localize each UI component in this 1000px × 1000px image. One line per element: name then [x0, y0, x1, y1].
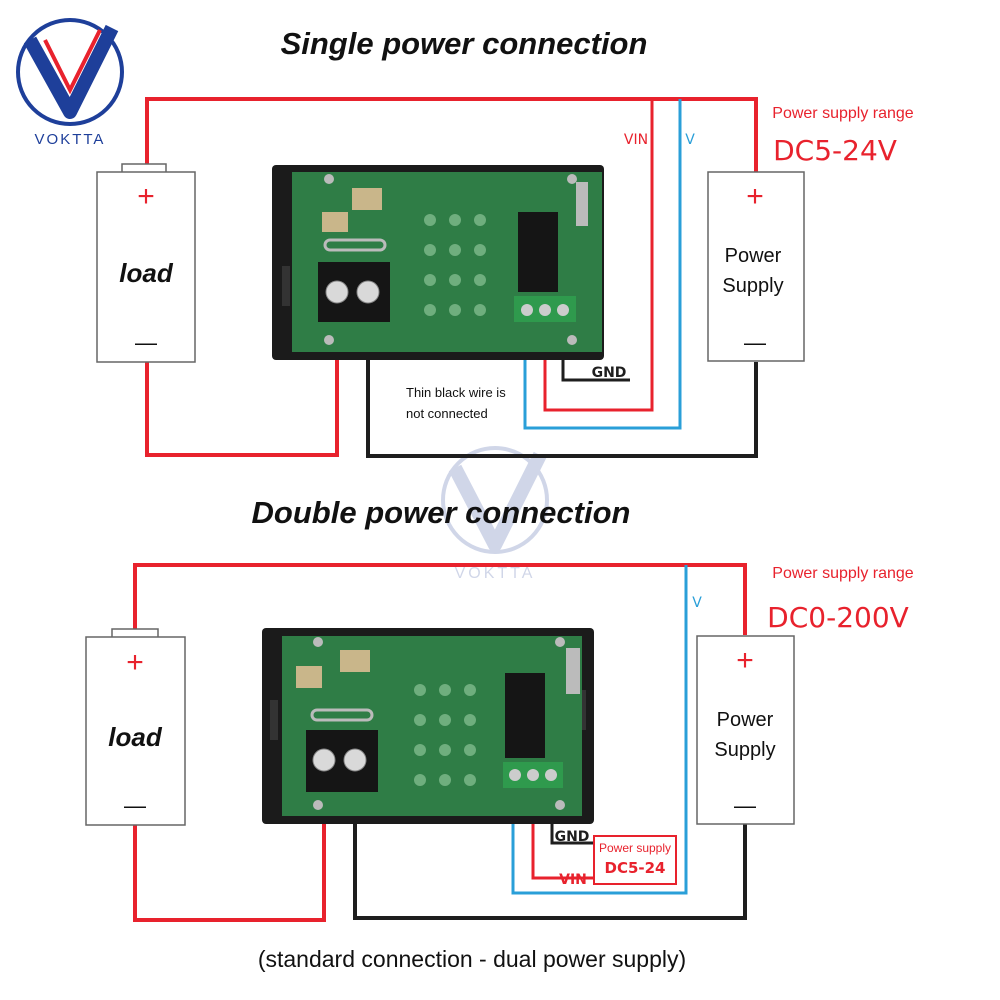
double-supply-label-1: Power: [717, 709, 774, 731]
single-red-wire-load: [145, 312, 339, 457]
double-aux-value: DC5-24: [605, 859, 666, 877]
single-note-line-1: Thin black wire is: [406, 385, 506, 400]
single-supply-box: + Power Supply —: [707, 171, 805, 362]
double-v-wire: [511, 565, 688, 895]
brand-logo: VOKTTA: [16, 18, 124, 148]
double-range-label: Power supply range: [772, 565, 914, 582]
single-title: Single power connection: [281, 26, 648, 61]
single-range-value: DC5-24V: [773, 134, 897, 167]
single-supply-minus: —: [744, 330, 766, 355]
double-aux-label: Power supply: [599, 841, 671, 855]
double-range-value: DC0-200V: [767, 601, 909, 634]
single-v-wire: [523, 99, 682, 430]
single-load-label: load: [119, 258, 174, 288]
double-black-wire: [353, 780, 747, 920]
single-load-plus: +: [137, 180, 155, 213]
single-wires: [145, 97, 758, 458]
double-load-label: load: [108, 722, 163, 752]
double-meter-module: [262, 628, 594, 824]
single-supply-label-2: Supply: [722, 275, 783, 297]
single-gnd-label: GND: [592, 365, 627, 381]
brand-name: VOKTTA: [35, 131, 106, 148]
double-supply-box: + Power Supply —: [696, 635, 795, 825]
single-note-line-2: not connected: [406, 406, 488, 421]
double-load-plus: +: [126, 646, 144, 679]
single-black-wire: [366, 312, 758, 458]
double-red-wire-load: [133, 780, 326, 922]
double-vin-label: VIN: [559, 872, 587, 888]
single-load-minus: —: [135, 330, 157, 355]
double-aux-supply-box: Power supply DC5-24: [593, 835, 677, 885]
single-vin-wire: [543, 99, 654, 412]
double-supply-minus: —: [734, 793, 756, 818]
double-gnd-label: GND: [555, 829, 590, 845]
single-meter-module: [272, 165, 604, 360]
watermark-text: VOKTTA: [455, 565, 536, 582]
watermark-logo: VOKTTA: [441, 446, 549, 582]
caption: (standard connection - dual power supply…: [258, 946, 686, 972]
double-red-wire-top: [133, 563, 747, 635]
single-range-label: Power supply range: [772, 105, 914, 122]
double-wires: [133, 563, 747, 922]
single-vin-label: VIN: [624, 132, 648, 148]
single-supply-plus: +: [746, 180, 764, 213]
double-load-minus: —: [124, 793, 146, 818]
single-red-wire-top: [145, 97, 758, 172]
single-load-box: + load —: [96, 163, 196, 363]
single-supply-label-1: Power: [725, 245, 782, 267]
double-supply-label-2: Supply: [714, 739, 775, 761]
single-v-label: V: [685, 132, 695, 148]
double-supply-plus: +: [736, 644, 754, 677]
double-load-box: + load —: [85, 628, 186, 826]
double-v-label: V: [692, 595, 702, 611]
double-title: Double power connection: [252, 495, 631, 530]
